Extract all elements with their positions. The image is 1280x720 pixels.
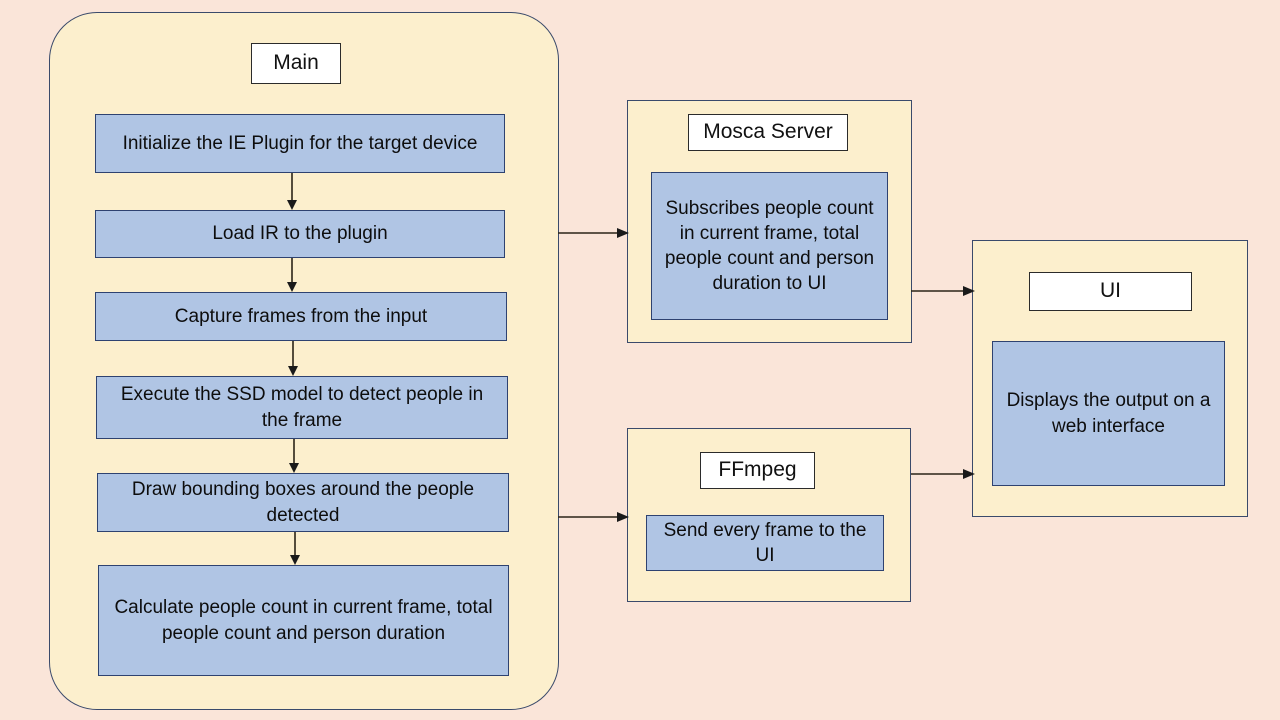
arrow-step-5-to-6 <box>290 532 300 565</box>
arrow-mosca-to-ui <box>911 286 975 296</box>
mosca-step-subscribe-counts[interactable]: Subscribes people count in current frame… <box>651 172 888 320</box>
main-step-initialize-plugin[interactable]: Initialize the IE Plugin for the target … <box>95 114 505 173</box>
arrow-step-3-to-4 <box>288 341 298 376</box>
ui-step-display-output[interactable]: Displays the output on a web interface <box>992 341 1225 486</box>
main-step-execute-ssd[interactable]: Execute the SSD model to detect people i… <box>96 376 508 439</box>
ffmpeg-step-send-frames[interactable]: Send every frame to the UI <box>646 515 884 571</box>
main-step-load-ir[interactable]: Load IR to the plugin <box>95 210 505 258</box>
group-main-label: Main <box>251 43 341 84</box>
group-ffmpeg-label: FFmpeg <box>700 452 815 489</box>
main-step-calculate-counts[interactable]: Calculate people count in current frame,… <box>98 565 509 676</box>
group-ui-label: UI <box>1029 272 1192 311</box>
arrow-ffmpeg-to-ui <box>911 469 975 479</box>
main-step-draw-boxes[interactable]: Draw bounding boxes around the people de… <box>97 473 509 532</box>
arrow-step-2-to-3 <box>287 258 297 292</box>
group-mosca-server-label: Mosca Server <box>688 114 848 151</box>
arrow-main-to-mosca <box>558 228 629 238</box>
main-step-capture-frames[interactable]: Capture frames from the input <box>95 292 507 341</box>
arrow-step-4-to-5 <box>289 439 299 473</box>
arrow-step-1-to-2 <box>287 173 297 210</box>
arrow-main-to-ffmpeg <box>558 512 629 522</box>
